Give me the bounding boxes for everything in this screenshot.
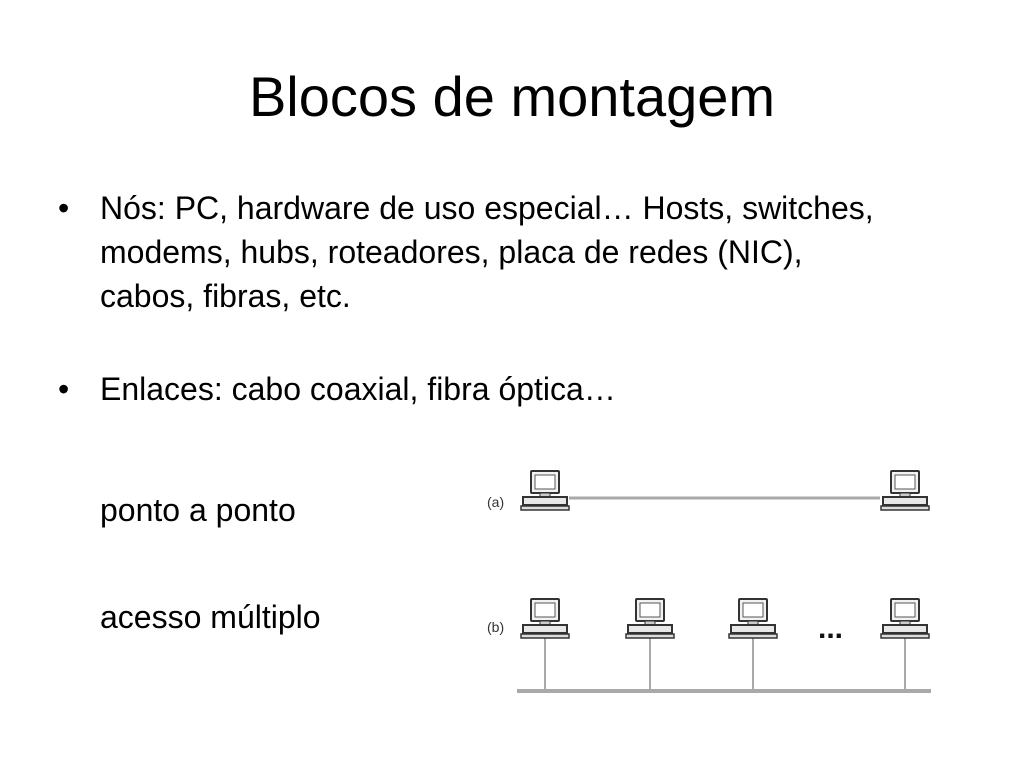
multiple-access-label: acesso múltiplo (100, 599, 321, 635)
bullet-marker: • (58, 371, 70, 407)
computer-icon (520, 470, 570, 511)
bullet-links-text: Enlaces: cabo coaxial, fibra óptica… (100, 371, 616, 407)
computer-icon (728, 598, 778, 639)
bullet-list: • Nós: PC, hardware de uso especial… Hos… (58, 186, 878, 411)
computer-icon (880, 598, 930, 639)
slide-title: Blocos de montagem (248, 65, 776, 128)
computer-icon (520, 598, 570, 639)
ellipsis-more-hosts: ... (818, 612, 843, 645)
diagram-label-b: (b) (487, 619, 504, 635)
bullet-marker: • (58, 190, 70, 226)
bullet-nodes: • Nós: PC, hardware de uso especial… Hos… (58, 186, 878, 318)
point-to-point-label: ponto a ponto (100, 492, 296, 528)
bullet-nodes-text: Nós: PC, hardware de uso especial… Hosts… (100, 190, 874, 314)
diagram-label-a: (a) (487, 494, 504, 510)
computer-icon (880, 470, 930, 511)
computer-icon (625, 598, 675, 639)
bullet-links: • Enlaces: cabo coaxial, fibra óptica… (58, 367, 878, 411)
